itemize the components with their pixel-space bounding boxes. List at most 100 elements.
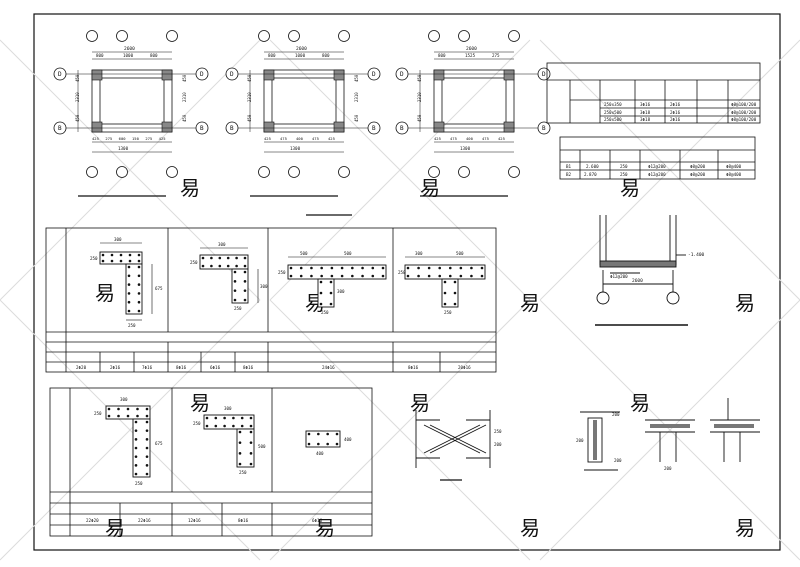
plan-left-dim: 2310 (75, 92, 80, 102)
rebar-cell: 6Φ16 (312, 518, 323, 523)
rebar-dot (427, 274, 431, 278)
axis-marker-label: D (372, 71, 376, 78)
plan-column (433, 121, 445, 133)
rebar-dot (310, 266, 313, 270)
plan-top-dim: 2600 (466, 46, 477, 52)
axis-marker-label: D (230, 71, 234, 78)
column-table-bottom (49, 387, 373, 537)
axis-marker-label: D (542, 71, 546, 78)
rebar-dot (470, 266, 473, 270)
plan-outer-wall (91, 69, 173, 133)
table-b-cell: Φ12@200 (648, 164, 666, 169)
dim-label: 250 (444, 310, 452, 315)
rebar-dot (145, 429, 149, 432)
column-top-rebar-row: 2Φ20 2Φ16 7Φ16 8Φ16 6Φ16 8Φ16 24Φ16 8Φ16… (76, 365, 471, 370)
rebar-dot (417, 274, 420, 278)
rebar-dot (443, 302, 447, 306)
rebar-dot (320, 266, 323, 270)
rebar-dot (145, 414, 149, 418)
plan-column (161, 121, 173, 133)
dim-label: 400 (344, 437, 352, 442)
plan-bottom-dim: 275 (105, 136, 112, 141)
rebar-dot (329, 291, 333, 295)
rebar-dot (145, 407, 149, 411)
rebar-dot (226, 256, 230, 260)
plan-left-dim: 450 (75, 114, 80, 122)
table-b-cell: Φ8@400 (726, 164, 742, 169)
rebar-dot (218, 264, 222, 268)
rebar-dot (137, 292, 141, 295)
plan-sub-dim: 800 (322, 53, 330, 58)
dim-label: 300 (224, 406, 232, 411)
rebar-dot (136, 414, 139, 418)
rebar-dot (145, 420, 149, 424)
plan-outer-wall (433, 69, 515, 133)
rebar-dot (330, 274, 334, 278)
plan-bottom-dim: 475 (280, 136, 287, 141)
axis-marker (395, 121, 409, 135)
column-top-dimlines (100, 242, 485, 321)
grid-circle (86, 166, 98, 178)
grid-circle (508, 30, 520, 42)
axis-marker (53, 67, 67, 81)
stair-dim: 250 (494, 429, 502, 434)
plan-bottom-total: 1300 (290, 146, 301, 151)
rebar-dot (134, 446, 138, 450)
grid-circle (258, 166, 270, 178)
plan-sub-dim: 800 (96, 53, 104, 58)
axis-marker (225, 121, 239, 135)
dim-label: 250 (234, 306, 242, 311)
plan-left-dim: 2310 (417, 92, 422, 102)
rebar-dot (448, 266, 452, 270)
rebar-dot (126, 414, 130, 418)
table-a-cell: 2Φ16 (670, 117, 681, 122)
rebar-dot (480, 266, 484, 270)
plan-sub-dim: 800 (438, 53, 446, 58)
dim-label: 250 (90, 256, 98, 261)
rebar-dot (218, 256, 222, 260)
watermark-glyph: 易 (190, 391, 210, 415)
rebar-dot (134, 429, 138, 432)
rebar-dot (381, 266, 385, 270)
rebar-dot (249, 430, 253, 434)
rebar-dot (137, 300, 141, 304)
plan-bottom-dim: 150 (132, 136, 140, 141)
plan-bottom-dim: 475 (312, 136, 319, 141)
rebar-dot (119, 259, 123, 263)
axis-marker-label: D (200, 71, 204, 78)
plan-column (161, 69, 173, 81)
rebar-dot (438, 266, 442, 270)
rebar-cell: 6Φ16 (210, 365, 221, 370)
rebar-dot (137, 309, 141, 313)
rebar-cell: 20Φ16 (458, 365, 471, 370)
plan-right-dim: 2310 (354, 92, 359, 102)
plan-bottom-dim: 475 (482, 136, 489, 141)
plan-right-dim: 2310 (182, 92, 187, 102)
table-a-cell: Φ8@100/200 (731, 110, 757, 115)
plan-column (503, 121, 515, 133)
plan-bottom-total: 1300 (118, 146, 129, 151)
rebar-dot (453, 280, 457, 284)
rebar-dot (134, 420, 138, 424)
rebar-dot (128, 259, 132, 263)
grid-circle (166, 30, 178, 42)
rebar-dot (137, 283, 141, 286)
axis-marker-label: B (230, 125, 234, 132)
table-b-cell: B1 (566, 164, 572, 169)
rebar-dot (117, 414, 120, 418)
plan-bottom-dim: 425 (159, 136, 166, 141)
rebar-dot (238, 452, 242, 455)
rebar-dot (335, 442, 339, 446)
plan-sub-dim: 1000 (295, 53, 306, 58)
column-table-top (45, 227, 497, 373)
rebar-dot (351, 266, 354, 270)
small-details-labels: 200 200 200 200 (576, 412, 672, 471)
rebar-dot (480, 274, 484, 278)
rebar-cell: 8Φ16 (238, 518, 249, 523)
axis-marker (395, 67, 409, 81)
rebar-dot (232, 416, 235, 420)
axis-marker (367, 121, 381, 135)
